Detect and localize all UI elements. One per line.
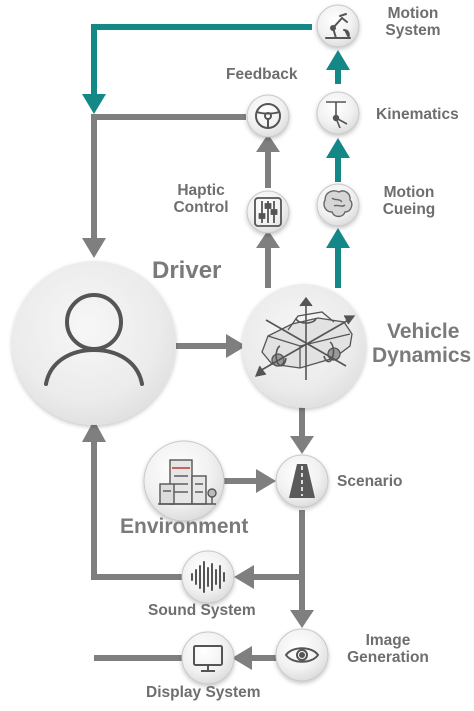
image-generation-label: Image Generation bbox=[340, 632, 436, 667]
vehicle-dynamics-node bbox=[242, 284, 366, 408]
motion-system-node bbox=[316, 4, 360, 48]
motion-cueing-label-line2: Cueing bbox=[382, 201, 436, 219]
line-sound-to-driver bbox=[91, 440, 184, 580]
image-generation-label-line1: Image bbox=[365, 632, 411, 649]
haptic-control-label-line2: Control bbox=[173, 199, 229, 217]
sound-wave-icon bbox=[191, 561, 225, 593]
vehicle-dynamics-label-line1: Vehicle bbox=[387, 320, 460, 343]
robot-arm-icon bbox=[325, 13, 351, 39]
car-axes-icon bbox=[254, 296, 356, 380]
feedback-label: Feedback bbox=[226, 66, 298, 83]
arrowhead-driver-top bbox=[82, 238, 106, 258]
arrowhead-feedback bbox=[256, 134, 280, 152]
environment-label: Environment bbox=[120, 515, 249, 538]
vehicle-dynamics-label: Vehicle Dynamics bbox=[372, 320, 471, 367]
person-icon bbox=[44, 293, 144, 386]
motion-system-label: Motion System bbox=[374, 5, 452, 40]
sound-system-label: Sound System bbox=[148, 602, 256, 619]
environment-node bbox=[143, 440, 225, 522]
brain-icon bbox=[323, 190, 353, 218]
arrowhead-display bbox=[232, 646, 252, 670]
arrowhead-sound bbox=[234, 565, 254, 589]
arrowhead-haptic bbox=[256, 230, 280, 248]
city-buildings-icon bbox=[158, 459, 217, 505]
steering-wheel-icon bbox=[255, 103, 281, 129]
arrowhead-teal-motion-system bbox=[326, 50, 350, 70]
arrowhead-teal-cueing bbox=[326, 228, 350, 248]
haptic-control-node bbox=[246, 190, 290, 234]
motion-cueing-label-line1: Motion bbox=[383, 184, 435, 201]
motion-system-label-line2: System bbox=[385, 22, 441, 40]
feedback-node bbox=[246, 94, 290, 138]
haptic-control-label: Haptic Control bbox=[168, 182, 234, 217]
kinematics-label: Kinematics bbox=[376, 106, 459, 123]
signal-lines bbox=[91, 114, 305, 661]
line-feedback-to-driver bbox=[91, 114, 246, 240]
kinematics-node bbox=[316, 91, 360, 135]
driver-label: Driver bbox=[152, 257, 222, 284]
motion-cueing-node bbox=[316, 183, 360, 227]
arrowhead-vehicle bbox=[226, 334, 246, 358]
motion-lines bbox=[91, 24, 341, 288]
road-icon bbox=[289, 464, 315, 498]
scenario-label: Scenario bbox=[337, 473, 403, 490]
display-system-label: Display System bbox=[146, 684, 261, 701]
motion-cueing-label: Motion Cueing bbox=[373, 184, 445, 219]
display-system-node bbox=[181, 631, 235, 685]
image-generation-label-line2: Generation bbox=[347, 649, 429, 667]
arrowhead-teal-kinematics bbox=[326, 138, 350, 158]
vehicle-dynamics-label-line2: Dynamics bbox=[372, 343, 472, 367]
motion-arrowheads bbox=[82, 50, 350, 248]
scenario-node bbox=[275, 454, 329, 508]
signal-arrowheads bbox=[82, 134, 314, 670]
arrowhead-driver-bottom bbox=[82, 420, 106, 442]
eye-icon bbox=[284, 647, 320, 663]
haptic-control-label-line1: Haptic bbox=[177, 182, 225, 199]
motion-system-label-line1: Motion bbox=[387, 5, 439, 22]
image-generation-node bbox=[275, 628, 329, 682]
arrowhead-scenario-top bbox=[290, 436, 314, 454]
kinematics-icon bbox=[326, 101, 348, 129]
arrowhead-teal-driver bbox=[82, 94, 106, 114]
line-motion-system-to-driver bbox=[91, 24, 312, 98]
sound-system-node bbox=[181, 550, 235, 604]
arrowhead-scenario-left bbox=[256, 469, 276, 493]
sliders-icon bbox=[254, 197, 282, 227]
monitor-icon bbox=[193, 645, 223, 672]
arrowhead-image-generation bbox=[290, 610, 314, 628]
driver-node bbox=[12, 261, 176, 425]
